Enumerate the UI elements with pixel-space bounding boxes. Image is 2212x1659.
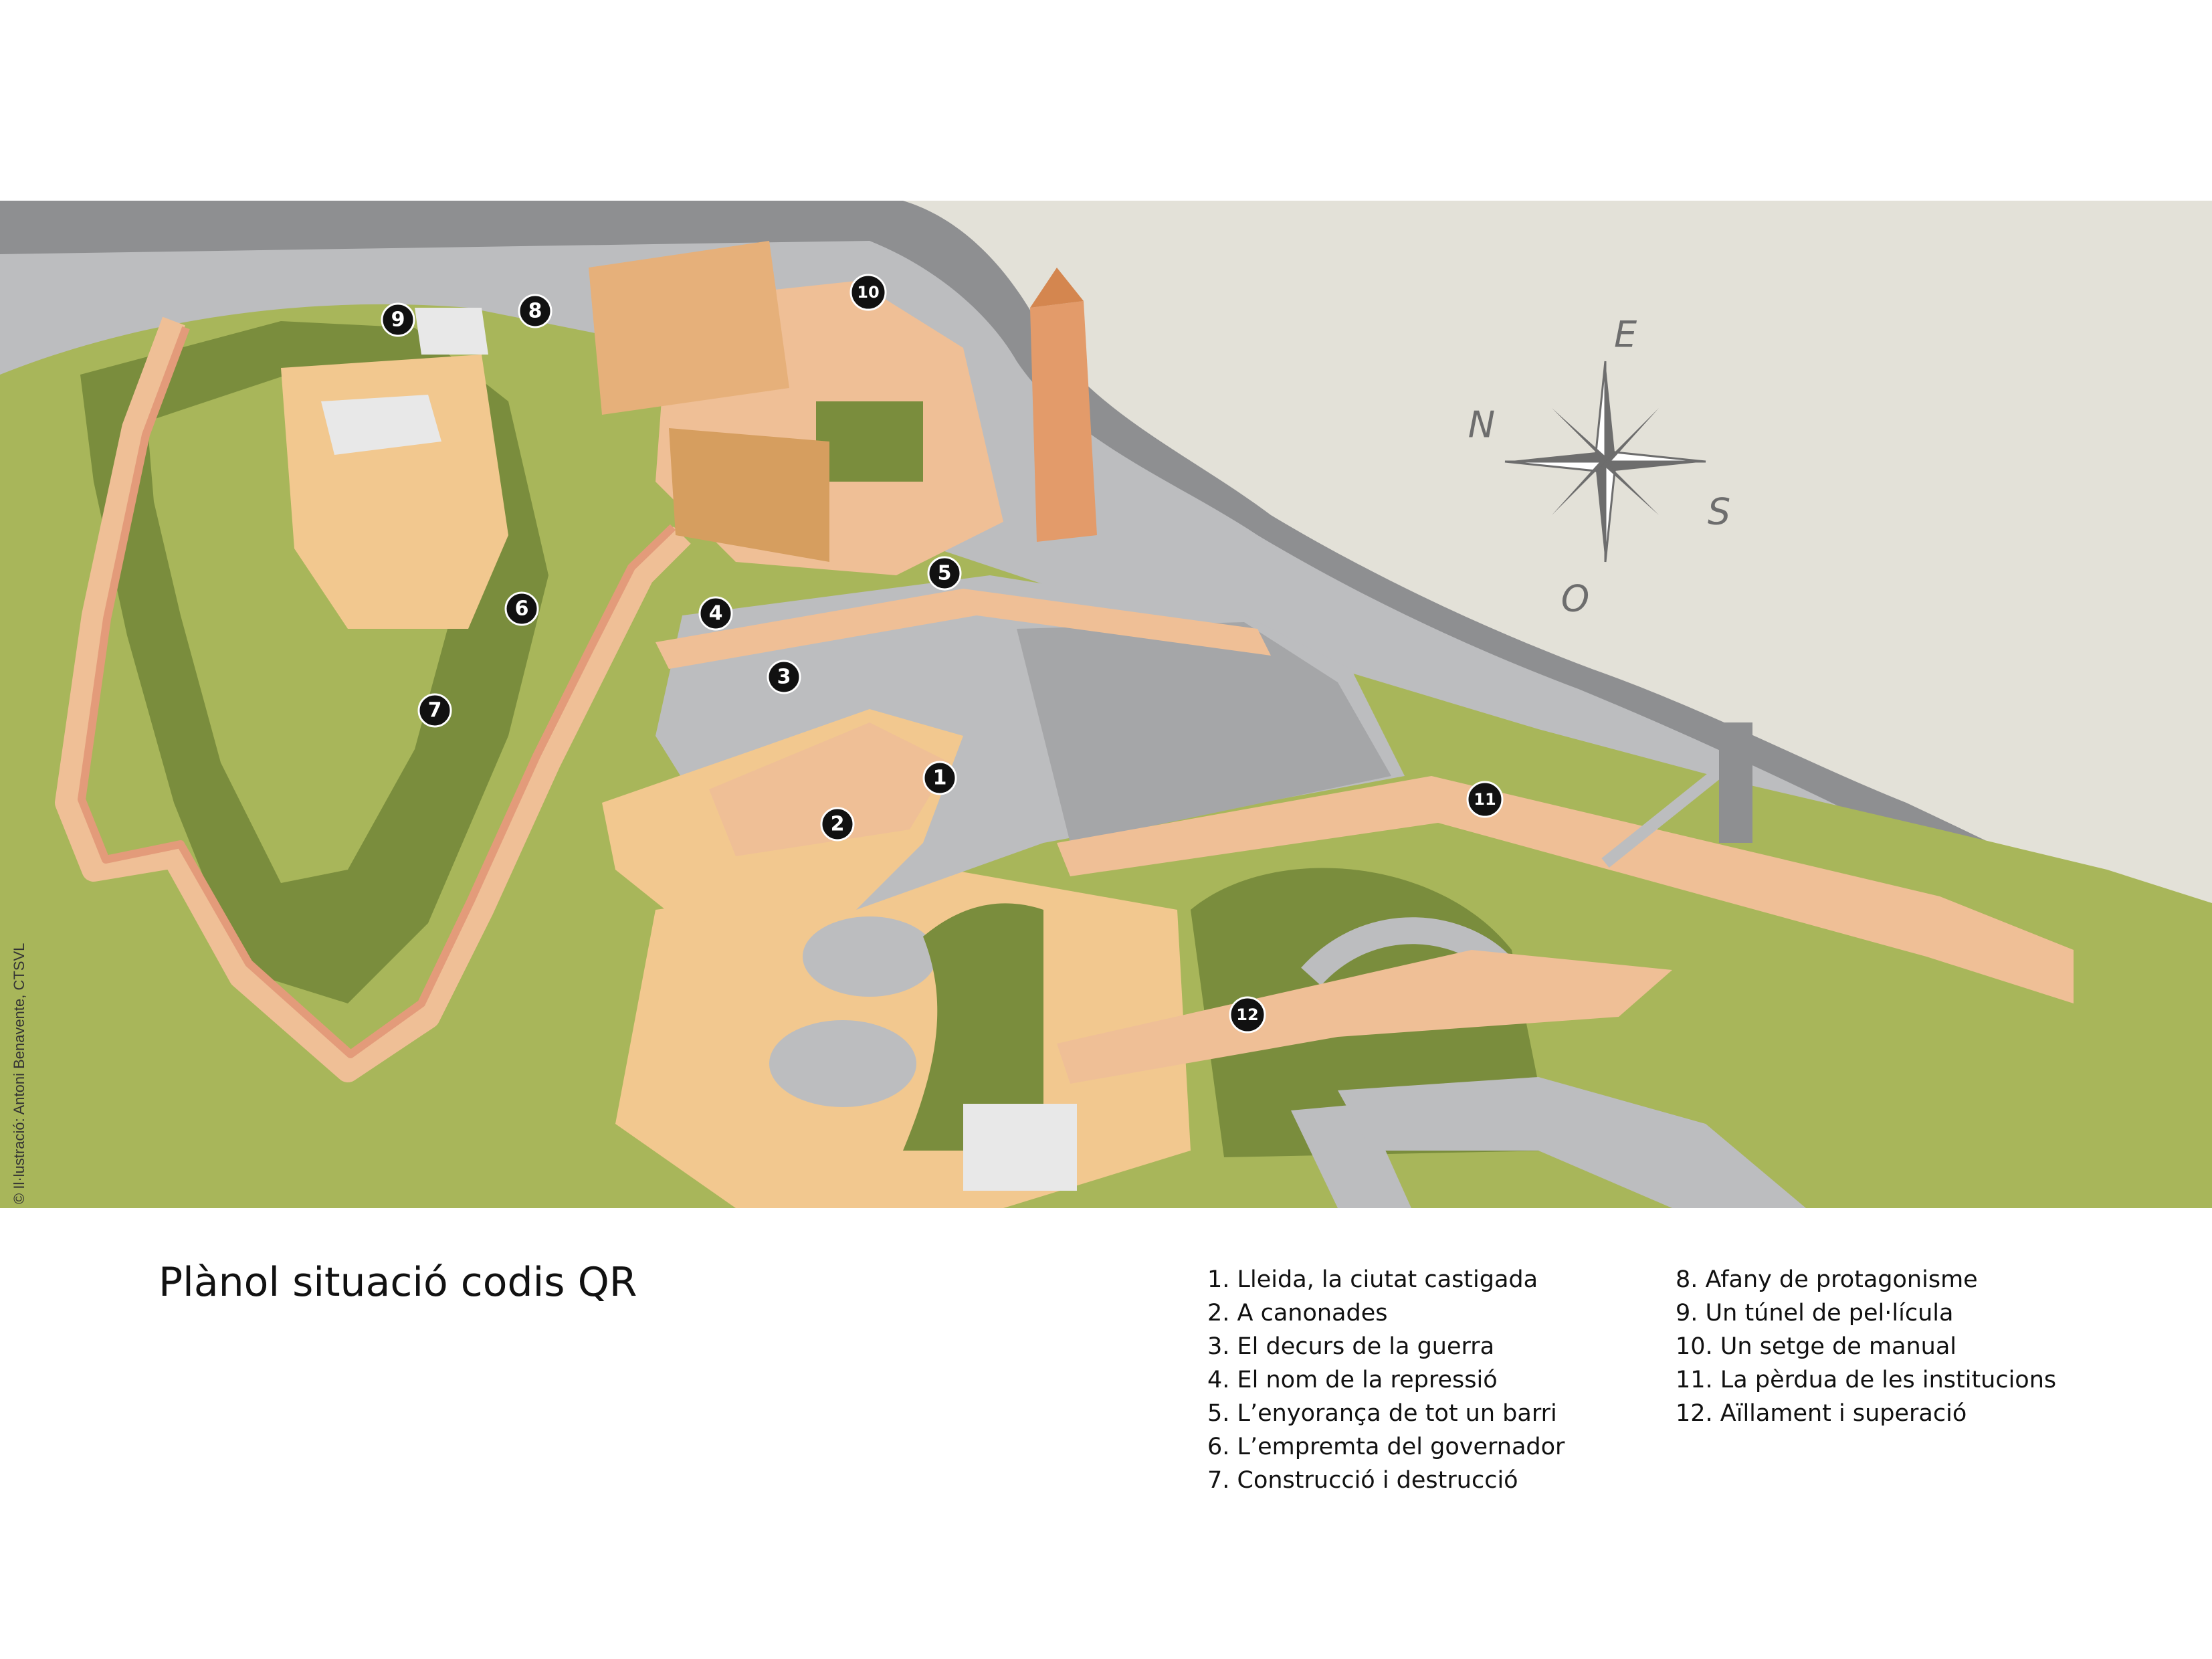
legend-item: 10. Un setge de manual: [1676, 1333, 1957, 1360]
qr-marker-7[interactable]: 7: [417, 693, 452, 728]
qr-marker-11[interactable]: 11: [1466, 781, 1504, 818]
round-platform-1: [803, 916, 936, 997]
qr-marker-label: 8: [528, 300, 542, 323]
qr-marker-9[interactable]: 9: [381, 302, 415, 337]
cathedral-side-building: [669, 428, 829, 562]
qr-marker-label: 7: [428, 699, 442, 722]
legend-column-2: 8. Afany de protagonisme 9. Un túnel de …: [1676, 1263, 2056, 1430]
legend-item: 6. L’empremta del governador: [1207, 1434, 1565, 1460]
legend-item: 8. Afany de protagonisme: [1676, 1266, 1978, 1293]
legend-item: 4. El nom de la repressió: [1207, 1367, 1498, 1393]
bell-tower-top: [1030, 268, 1084, 308]
outer-fortress-wall-shadow: [78, 326, 676, 1058]
qr-marker-10[interactable]: 10: [849, 274, 887, 311]
qr-marker-12[interactable]: 12: [1229, 996, 1266, 1034]
castle-map: E N S O 1 2 3 4 5 6 7 8 9 10 11 12: [0, 201, 2212, 1208]
qr-marker-label: 3: [777, 666, 791, 689]
outer-fortress-wall: [55, 316, 691, 1082]
qr-marker-2[interactable]: 2: [820, 807, 855, 842]
qr-marker-5[interactable]: 5: [927, 556, 962, 591]
compass-north: N: [1468, 404, 1495, 446]
legend-item: 3. El decurs de la guerra: [1207, 1333, 1495, 1360]
compass-needles: [1504, 361, 1706, 563]
white-block: [963, 1104, 1077, 1191]
qr-marker-4[interactable]: 4: [698, 596, 733, 631]
wall-lower-right: [1057, 776, 2074, 1003]
qr-marker-label: 12: [1236, 1005, 1258, 1024]
wall-bottom: [1057, 950, 1672, 1084]
bottom-stairs: [1291, 1104, 1411, 1208]
legend-item: 9. Un túnel de pel·lícula: [1676, 1300, 1954, 1327]
green-crescent: [903, 903, 1043, 1151]
qr-marker-label: 4: [709, 602, 723, 625]
qr-marker-label: 6: [515, 597, 529, 621]
qr-marker-label: 5: [938, 562, 952, 585]
legend-item: 11. La pèrdua de les institucions: [1676, 1367, 2057, 1393]
legend-item: 12. Aïllament i superació: [1676, 1400, 1967, 1427]
qr-marker-label: 11: [1474, 790, 1496, 809]
compass-rose: E N S O: [1468, 314, 1730, 620]
qr-marker-label: 2: [831, 813, 845, 836]
cathedral-nave: [589, 241, 789, 415]
legend-item: 2. A canonades: [1207, 1300, 1388, 1327]
qr-marker-8[interactable]: 8: [518, 294, 552, 328]
qr-marker-3[interactable]: 3: [767, 660, 801, 694]
page-title: Plànol situació codis QR: [159, 1259, 637, 1306]
illustration-credit: © Il·lustració: Antoni Benavente, CTSVL: [11, 943, 27, 1204]
bridge-tower: [1719, 722, 1752, 843]
compass-south: S: [1708, 491, 1730, 533]
legend-item: 7. Construcció i destrucció: [1207, 1467, 1518, 1494]
qr-marker-1[interactable]: 1: [922, 761, 957, 795]
cloister-garden: [816, 401, 923, 482]
qr-marker-label: 1: [933, 767, 947, 790]
qr-marker-label: 9: [391, 308, 405, 332]
legend-item: 1. Lleida, la ciutat castigada: [1207, 1266, 1538, 1293]
qr-marker-label: 10: [857, 283, 879, 302]
white-buildings: [321, 308, 488, 455]
bell-tower: [1030, 301, 1097, 542]
bottom-road: [1338, 1077, 1806, 1208]
plaza-darker: [1017, 622, 1391, 843]
bridge: [1601, 751, 1743, 868]
legend-item: 5. L’enyorança de tot un barri: [1207, 1400, 1557, 1427]
round-platform-2: [769, 1020, 916, 1107]
middle-wall: [656, 589, 1271, 669]
qr-marker-6[interactable]: 6: [504, 591, 539, 626]
legend-column-1: 1. Lleida, la ciutat castigada 2. A cano…: [1207, 1263, 1565, 1497]
bastion-1-2-top: [709, 722, 950, 856]
compass-east: E: [1614, 314, 1637, 356]
compass-west: O: [1561, 578, 1590, 620]
